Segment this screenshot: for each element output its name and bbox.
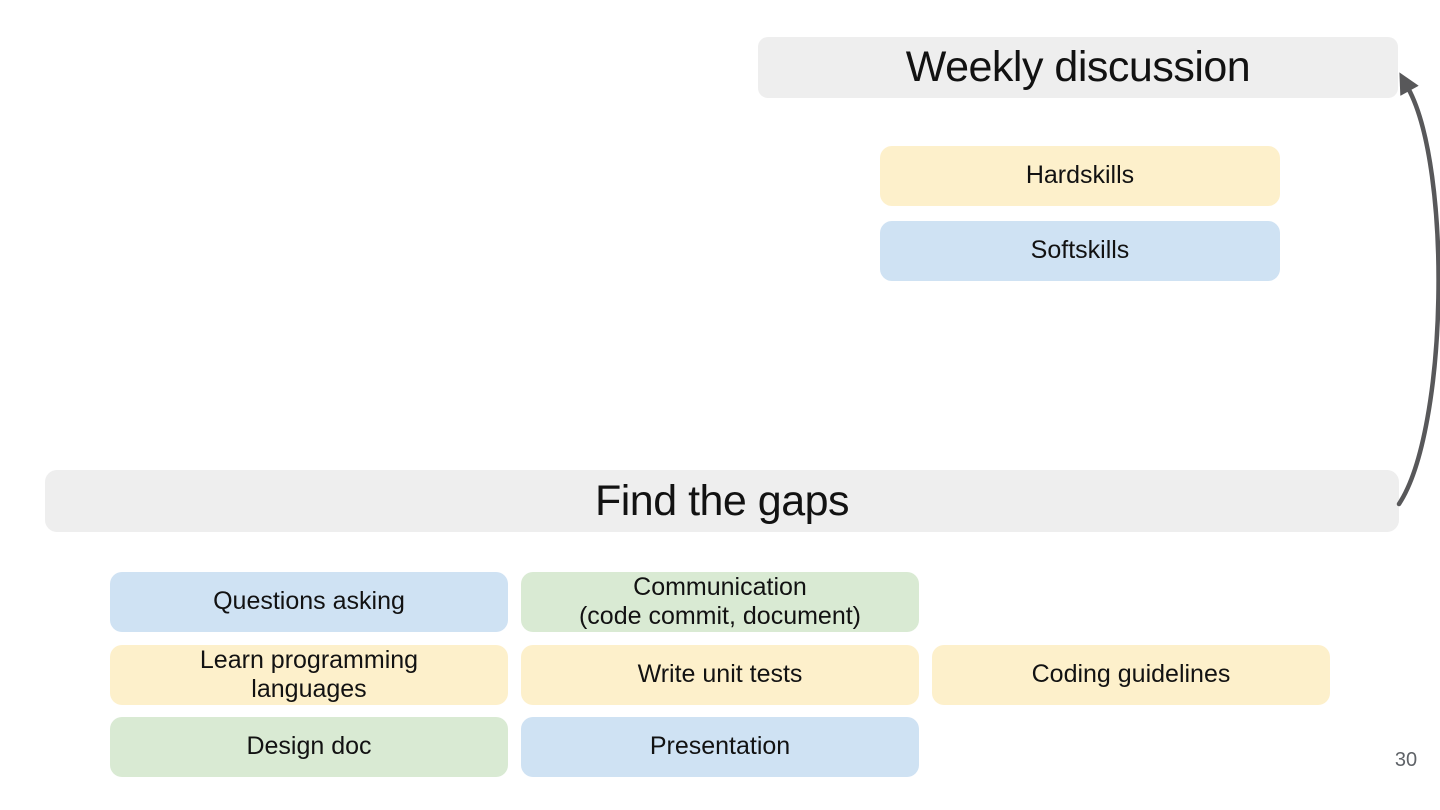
- page-number: 30: [1394, 749, 1418, 771]
- learn-programming-languages-box: Learn programming languages: [110, 645, 508, 705]
- design-doc-box: Design doc: [110, 717, 508, 777]
- find-the-gaps-title: Find the gaps: [594, 476, 850, 525]
- questions-asking-box: Questions asking: [110, 572, 508, 632]
- questions-asking-label: Questions asking: [213, 587, 405, 616]
- find-the-gaps-header: Find the gaps: [45, 470, 1399, 532]
- presentation-label: Presentation: [649, 732, 791, 761]
- design-doc-label: Design doc: [246, 732, 372, 761]
- communication-box: Communication (code commit, document): [521, 572, 919, 632]
- write-unit-tests-box: Write unit tests: [521, 645, 919, 705]
- hardskills-box: Hardskills: [880, 146, 1280, 206]
- write-unit-tests-label: Write unit tests: [637, 660, 803, 689]
- coding-guidelines-label: Coding guidelines: [1031, 660, 1231, 689]
- weekly-discussion-header: Weekly discussion: [758, 37, 1398, 98]
- softskills-box: Softskills: [880, 221, 1280, 281]
- coding-guidelines-box: Coding guidelines: [932, 645, 1330, 705]
- learn-programming-languages-label: Learn programming languages: [199, 645, 419, 704]
- softskills-label: Softskills: [1030, 236, 1130, 265]
- weekly-discussion-title: Weekly discussion: [905, 43, 1251, 91]
- hardskills-label: Hardskills: [1025, 161, 1135, 190]
- arrow-curve: [1396, 72, 1440, 507]
- presentation-box: Presentation: [521, 717, 919, 777]
- communication-label: Communication (code commit, document): [578, 572, 862, 631]
